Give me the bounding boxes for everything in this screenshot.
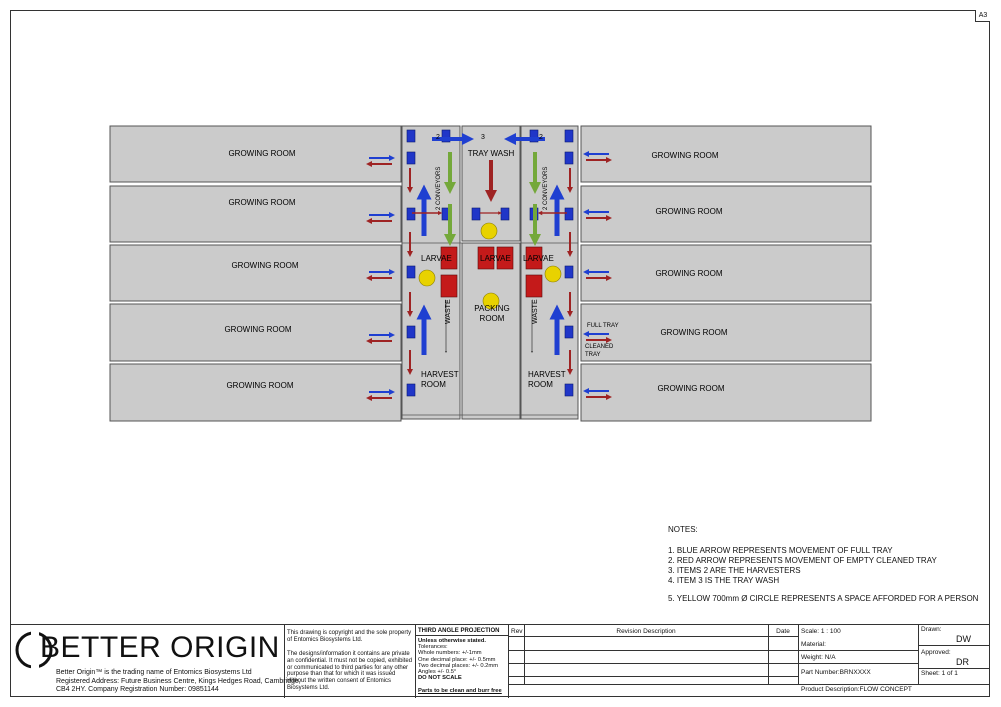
growing-room-label: GROWING ROOM xyxy=(228,198,295,207)
growing-room-label: GROWING ROOM xyxy=(660,328,727,337)
growing-room-right-4 xyxy=(580,303,872,362)
full-tray-label: FULL TRAY xyxy=(587,323,619,329)
growing-room-right-5 xyxy=(580,363,872,422)
product-description: Product Description:FLOW CONCEPT xyxy=(801,686,912,693)
growing-room-left-4 xyxy=(109,303,402,362)
harvest-room-label: ROOM xyxy=(528,380,553,389)
growing-room-label: GROWING ROOM xyxy=(657,384,724,393)
drawn-label: Drawn: xyxy=(921,626,942,633)
scale-label: Scale: 1 : 100 xyxy=(801,628,841,635)
note-item: 3. ITEMS 2 ARE THE HARVESTERS xyxy=(668,566,801,575)
finish-note: Parts to be clean and burr free xyxy=(418,688,502,694)
growing-room-left-1 xyxy=(109,125,402,183)
growing-room-left-5 xyxy=(109,363,402,422)
harvest-room-label: ROOM xyxy=(421,380,446,389)
growing-room-left-2 xyxy=(109,185,402,243)
growing-room-label: GROWING ROOM xyxy=(651,151,718,160)
larvae-label: LARVAE xyxy=(523,254,554,263)
growing-room-label: GROWING ROOM xyxy=(655,269,722,278)
revision-description-header: Revision Description xyxy=(616,628,676,635)
address-line: Registered Address: Future Business Cent… xyxy=(56,677,301,685)
corridor-flow-arrows xyxy=(407,133,573,375)
company-line: CB4 2HY. Company Registration Number: 09… xyxy=(56,686,219,693)
drawing-border xyxy=(10,10,990,697)
part-number-label: Part Number:BRNXXXX xyxy=(801,669,871,676)
sheet-size-label: A3 xyxy=(975,10,990,22)
right-growing-rooms: GROWING ROOM GROWING ROOM GROWING ROOM G… xyxy=(580,125,872,422)
harvest-room-label: HARVEST xyxy=(528,370,566,379)
trading-line: Better Origin™ is the trading name of En… xyxy=(56,669,252,676)
note-item: 2. RED ARROW REPRESENTS MOVEMENT OF EMPT… xyxy=(668,556,937,565)
right-room-exchange-arrows xyxy=(583,151,612,400)
larvae-label: LARVAE xyxy=(480,254,511,263)
diagram-labels: 2 2 3 TRAY WASH 2 CONVEYORS 2 CONVEYORS … xyxy=(421,134,619,389)
copyright-notice: This drawing is copyright and the sole p… xyxy=(287,630,412,643)
rev-header: Rev xyxy=(511,628,523,635)
approved-label: Approved: xyxy=(921,649,951,656)
projection-label: THIRD ANGLE PROJECTION xyxy=(418,628,500,634)
conveyors-label: 2 CONVEYORS xyxy=(436,167,442,210)
waste-label: WASTE xyxy=(532,299,539,324)
tolerances-block: Unless otherwise stated. Tolerances: Who… xyxy=(418,638,499,682)
growing-room-label: GROWING ROOM xyxy=(228,149,295,158)
better-origin-logo-icon xyxy=(15,630,53,670)
date-header: Date xyxy=(776,628,790,635)
note-item: 1. BLUE ARROW REPRESENTS MOVEMENT OF FUL… xyxy=(668,546,893,555)
item-3-label: 3 xyxy=(481,134,485,141)
left-growing-rooms: GROWING ROOM GROWING ROOM GROWING ROOM G… xyxy=(109,125,402,422)
item-2-label: 2 xyxy=(436,134,440,141)
growing-room-left-3 xyxy=(109,244,402,302)
larvae-label: LARVAE xyxy=(421,254,452,263)
better-origin-logo-text: BETTER ORIGIN xyxy=(40,631,280,664)
note-item: 4. ITEM 3 IS THE TRAY WASH xyxy=(668,576,780,585)
growing-room-label: GROWING ROOM xyxy=(224,325,291,334)
notes-heading: NOTES: xyxy=(668,525,698,534)
packing-room-label: ROOM xyxy=(480,314,505,323)
approved-value: DR xyxy=(956,657,969,667)
growing-room-label: GROWING ROOM xyxy=(231,261,298,270)
confidentiality-notice: The designs/information it contains are … xyxy=(287,651,413,691)
title-block: BETTER ORIGIN Better Origin™ is the trad… xyxy=(10,624,990,698)
cleaned-tray-label: CLEANED xyxy=(585,344,614,350)
packing-room-label: PACKING xyxy=(474,304,509,313)
note-item: 5. YELLOW 700mm Ø CIRCLE REPRESENTS A SP… xyxy=(668,594,979,603)
sheet-label: Sheet: 1 of 1 xyxy=(921,670,958,677)
conveyors-label: 2 CONVEYORS xyxy=(543,167,549,210)
cleaned-tray-label: TRAY xyxy=(585,352,601,358)
harvest-room-label: HARVEST xyxy=(421,370,459,379)
person-space-circles xyxy=(418,222,562,310)
weight-label: Weight: N/A xyxy=(801,654,836,661)
growing-room-label: GROWING ROOM xyxy=(226,381,293,390)
item-2-label: 2 xyxy=(539,134,543,141)
material-label: Material: xyxy=(801,641,826,648)
packing-room xyxy=(461,242,521,420)
growing-room-right-2 xyxy=(580,185,872,243)
drawn-value: DW xyxy=(956,634,971,644)
notes-block: NOTES: 1. BLUE ARROW REPRESENTS MOVEMENT… xyxy=(668,525,978,604)
growing-room-right-1 xyxy=(580,125,872,183)
waste-label: WASTE xyxy=(445,299,452,324)
larvae-boxes xyxy=(440,246,543,298)
growing-room-label: GROWING ROOM xyxy=(655,207,722,216)
left-room-exchange-arrows xyxy=(366,155,395,401)
floor-plan-diagram: GROWING ROOM GROWING ROOM GROWING ROOM G… xyxy=(109,125,872,422)
tray-wash-label: TRAY WASH xyxy=(468,149,515,158)
growing-room-right-3 xyxy=(580,244,872,302)
